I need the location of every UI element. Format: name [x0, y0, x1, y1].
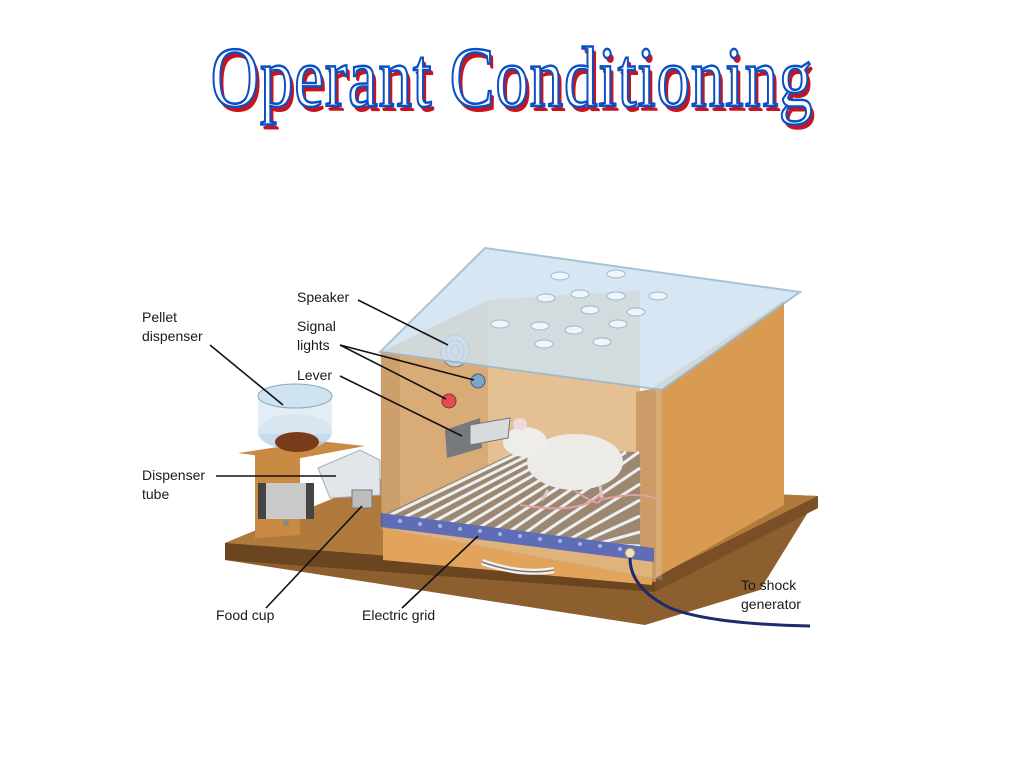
pellet-dispenser	[238, 383, 381, 538]
rat	[503, 418, 661, 510]
grid-drawer	[383, 528, 652, 585]
label-food-cup: Food cup	[216, 607, 275, 623]
signal-light-blue	[470, 373, 486, 389]
base-board-edge	[225, 543, 655, 592]
label-electric-grid: Electric grid	[362, 607, 435, 623]
shock-cable	[628, 557, 811, 628]
signal-light-red	[441, 393, 457, 409]
slide-title: Operant Conditioning	[210, 28, 814, 127]
food-cup	[351, 489, 373, 509]
lid-holes	[490, 269, 668, 349]
lever	[445, 417, 511, 458]
grid-front-rail	[381, 513, 654, 562]
label-shock-generator: To shock generator	[741, 577, 801, 612]
box-right-wall-front	[636, 388, 656, 582]
label-dispenser-tube: Dispenser tube	[142, 467, 209, 502]
glass-front	[379, 351, 663, 581]
label-signal-lights: Signal lights	[297, 318, 340, 353]
label-lever: Lever	[297, 367, 332, 383]
label-pellet-dispenser: Pellet dispenser	[142, 309, 203, 344]
leader-lines	[209, 299, 479, 609]
label-speaker: Speaker	[297, 289, 349, 305]
box-left-wall-front	[381, 344, 400, 530]
glass-lid	[377, 246, 803, 392]
base-board-side	[655, 496, 818, 592]
